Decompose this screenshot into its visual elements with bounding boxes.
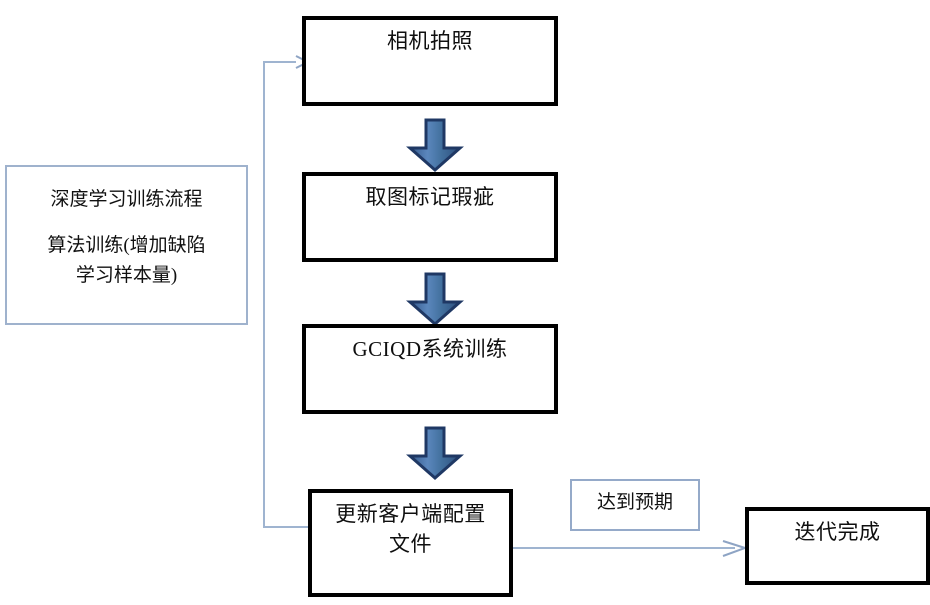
node-iteration-complete-label: 迭代完成 — [794, 520, 881, 544]
node-gciqd-system-training-label: GCIQD系统训练 — [352, 337, 508, 361]
down-arrow-icon-3 — [406, 426, 464, 480]
side-note-line-2: 算法训练(增加缺陷 学习样本量) — [47, 235, 206, 286]
node-update-client-config-file[interactable]: 更新客户端配置 文件 — [308, 489, 513, 597]
side-note-inner: 深度学习训练流程 算法训练(增加缺陷 学习样本量) — [7, 167, 246, 323]
edge-label-expectation-met-text: 达到预期 — [596, 492, 673, 513]
node-camera-capture-label: 相机拍照 — [387, 29, 473, 53]
down-arrow-icon-2 — [406, 272, 464, 326]
node-iteration-complete[interactable]: 迭代完成 — [745, 507, 930, 585]
node-capture-and-mark-defects[interactable]: 取图标记瑕疵 — [302, 172, 558, 262]
side-note-line-1: 深度学习训练流程 — [50, 189, 203, 210]
down-arrow-icon-1 — [406, 118, 464, 172]
node-update-client-config-file-label: 更新客户端配置 文件 — [335, 502, 486, 556]
node-camera-capture[interactable]: 相机拍照 — [302, 16, 558, 106]
node-gciqd-system-training[interactable]: GCIQD系统训练 — [302, 324, 558, 414]
side-note-panel: 深度学习训练流程 算法训练(增加缺陷 学习样本量) — [5, 165, 248, 325]
node-capture-and-mark-defects-label: 取图标记瑕疵 — [365, 185, 495, 209]
edge-label-expectation-met: 达到预期 — [570, 479, 700, 531]
